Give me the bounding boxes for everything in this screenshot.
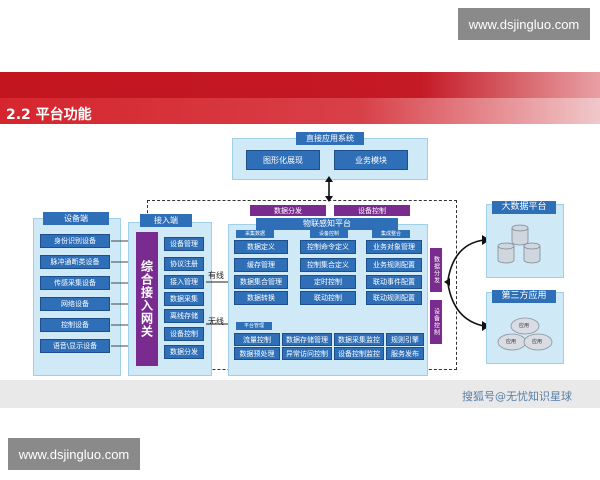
device-item-voice: 语音\显示设备 — [40, 339, 110, 353]
mgmt-item-rules-engine: 规则引擎 — [386, 333, 424, 346]
header-banner-top — [0, 72, 600, 98]
device-item-pulse: 脉冲通断类设备 — [40, 255, 110, 269]
control-item-set: 控制集合定义 — [300, 258, 356, 272]
right-connector-arrows — [444, 235, 490, 331]
device-item-sensor: 传感采集设备 — [40, 276, 110, 290]
column-header-collect: 采集数据 — [236, 230, 274, 238]
app-bubble-label-3: 应用 — [532, 339, 543, 345]
database-icon — [497, 224, 541, 264]
platform-tag-control: 设备控制 — [334, 205, 410, 216]
thirdparty-title: 第三方应用 — [492, 290, 556, 303]
collect-item-cache: 缓存管理 — [234, 258, 288, 272]
bigdata-title: 大数据平台 — [492, 201, 556, 214]
iot-platform-title: 物联感知平台 — [256, 218, 398, 230]
access-item-control: 设备控制 — [164, 327, 204, 341]
device-panel-title: 设备端 — [43, 212, 109, 225]
access-item-distribute: 数据分发 — [164, 345, 204, 359]
control-item-timed: 定时控制 — [300, 275, 356, 289]
integration-item-events: 联动事件配置 — [366, 275, 422, 289]
side-tag-distribute: 数据分发 — [430, 248, 442, 292]
device-item-control: 控制设备 — [40, 318, 110, 332]
integration-item-link-rules: 联动规则配置 — [366, 291, 422, 305]
device-item-network: 网络设备 — [40, 297, 110, 311]
vertical-arrow — [325, 176, 333, 202]
access-item-device-mgmt: 设备管理 — [164, 237, 204, 251]
app-bubble-label-1: 应用 — [519, 323, 530, 329]
platform-tag-distribute: 数据分发 — [250, 205, 326, 216]
access-item-offline: 离线存储 — [164, 309, 204, 323]
collect-item-convert: 数据转换 — [234, 291, 288, 305]
column-header-integration: 集成整合 — [372, 230, 410, 238]
wireless-label: 无线 — [208, 317, 224, 326]
device-item-id: 身份识别设备 — [40, 234, 110, 248]
gateway-vertical-label: 综合接入网关 — [136, 232, 158, 366]
column-header-control: 设备控制 — [310, 230, 348, 238]
mgmt-item-storage: 数据存储管理 — [282, 333, 332, 346]
mgmt-item-traffic: 流量控制 — [234, 333, 280, 346]
watermark-bottom: www.dsjingluo.com — [8, 438, 140, 470]
credit-text: 搜狐号@无忧知识星球 — [462, 390, 572, 403]
integration-item-rules: 业务规则配置 — [366, 258, 422, 272]
top-system-item-graphic: 图形化展现 — [246, 150, 320, 170]
mgmt-item-publish: 服务发布 — [386, 347, 424, 360]
access-panel-title: 接入端 — [140, 214, 192, 227]
mgmt-item-monitor: 数据采集监控 — [334, 333, 384, 346]
wired-label: 有线 — [208, 271, 224, 280]
apps-bubbles-icon — [497, 317, 553, 351]
top-system-title: 直接应用系统 — [296, 132, 364, 145]
top-system-item-business: 业务模块 — [334, 150, 408, 170]
control-item-cmd: 控制命令定义 — [300, 240, 356, 254]
access-item-protocol: 协议注册 — [164, 257, 204, 271]
collect-item-set: 数据集合管理 — [234, 275, 288, 289]
section-title: 2.2 平台功能 — [6, 107, 92, 123]
platform-mgmt-header: 平台管理 — [236, 322, 272, 330]
collect-item-define: 数据定义 — [234, 240, 288, 254]
access-item-collection: 数据采集 — [164, 292, 204, 306]
side-tag-control: 设备控制 — [430, 300, 442, 344]
mgmt-item-abnormal: 异常访问控制 — [282, 347, 332, 360]
footer-strip — [0, 380, 600, 408]
integration-item-objects: 业务对象管理 — [366, 240, 422, 254]
app-bubble-label-2: 应用 — [506, 339, 517, 345]
mgmt-item-preprocess: 数据预处理 — [234, 347, 280, 360]
access-item-access-mgmt: 接入管理 — [164, 275, 204, 289]
control-item-linkage: 联动控制 — [300, 291, 356, 305]
watermark-top: www.dsjingluo.com — [458, 8, 590, 40]
mgmt-item-device-monitor: 设备控制监控 — [334, 347, 384, 360]
header-banner-bottom — [0, 98, 600, 124]
